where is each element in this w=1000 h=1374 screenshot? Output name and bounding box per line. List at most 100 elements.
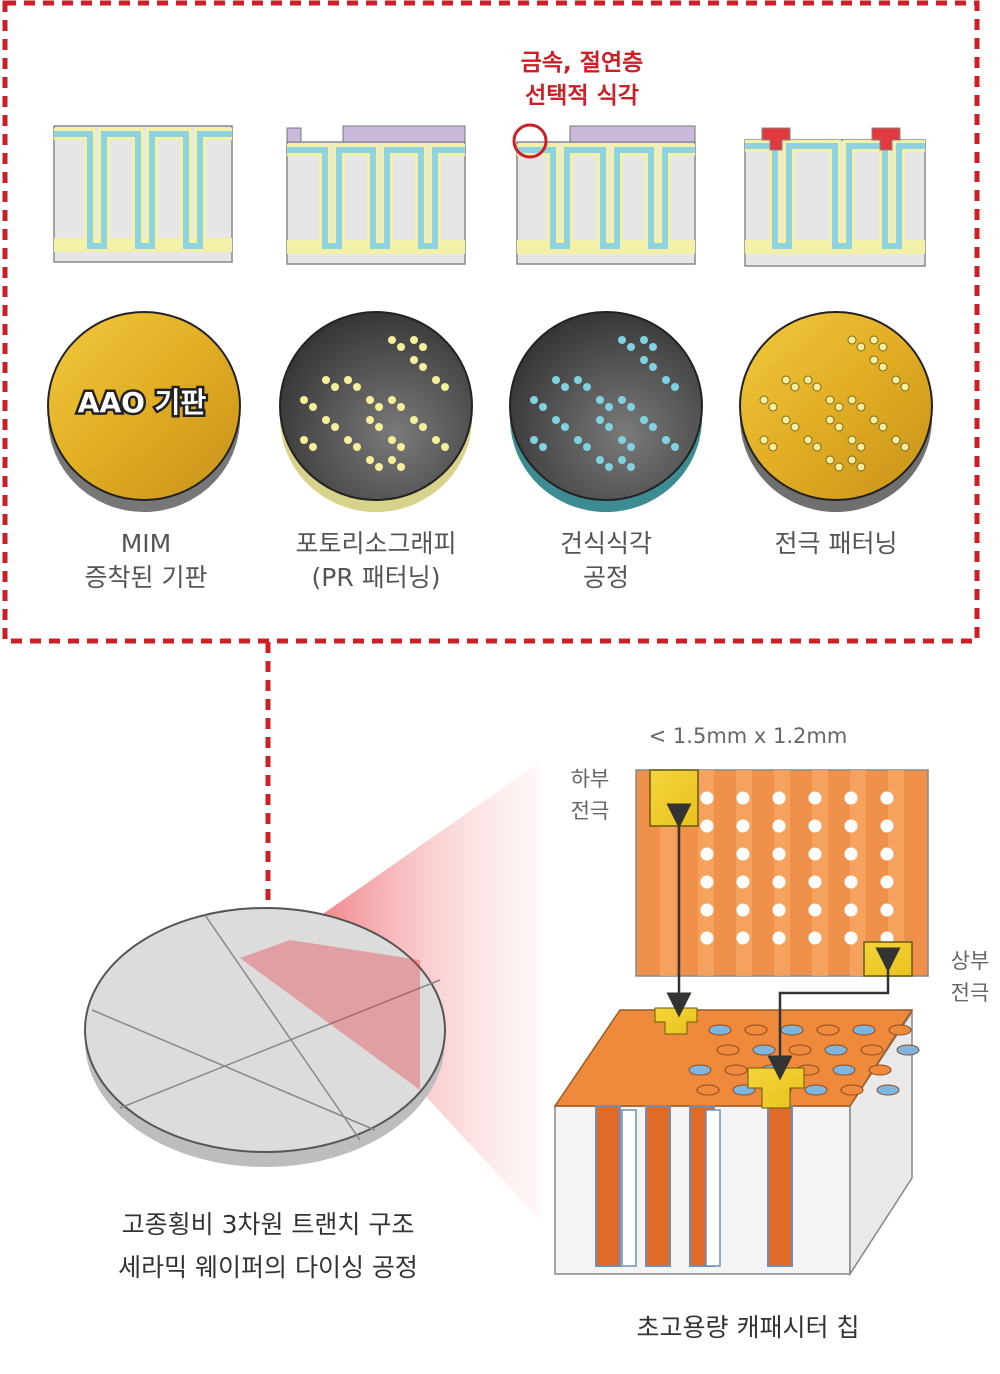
top-hole xyxy=(772,903,786,917)
pattern-dot xyxy=(759,395,769,405)
lower-electrode-pad xyxy=(649,769,699,827)
lower-electrode-line2: 전극 xyxy=(571,799,610,823)
top-hole xyxy=(880,819,894,833)
chip-hole xyxy=(816,1024,840,1036)
pattern-dot xyxy=(781,375,791,385)
top-hole xyxy=(880,847,894,861)
pattern-dot xyxy=(322,376,330,384)
pattern-dot xyxy=(331,383,339,391)
top-hole xyxy=(736,931,750,945)
pattern-dot xyxy=(803,375,813,385)
pattern-dot xyxy=(812,442,822,452)
chip-hole xyxy=(888,1024,912,1036)
top-hole xyxy=(700,847,714,861)
pattern-dot xyxy=(640,336,648,344)
pattern-dot xyxy=(583,383,591,391)
top-hole xyxy=(844,903,858,917)
top-hole xyxy=(772,819,786,833)
top-hole xyxy=(844,791,858,805)
pattern-dot xyxy=(353,383,361,391)
pattern-dot xyxy=(309,443,317,451)
pattern-dot xyxy=(825,395,835,405)
pattern-dot xyxy=(530,396,538,404)
step4-line1: 전극 패터닝 xyxy=(775,529,898,558)
top-hole xyxy=(880,875,894,889)
pattern-dot xyxy=(552,416,560,424)
pattern-dot xyxy=(812,382,822,392)
cross-section-electrode xyxy=(744,127,926,267)
top-hole xyxy=(808,819,822,833)
chip-hole xyxy=(852,1024,876,1036)
pattern-dot xyxy=(869,335,879,345)
top-hole xyxy=(880,791,894,805)
annotation-line2: 선택적 식각 xyxy=(525,83,639,109)
pattern-dot xyxy=(900,382,910,392)
top-hole xyxy=(700,819,714,833)
top-hole xyxy=(808,903,822,917)
chip-hole xyxy=(780,1024,804,1036)
chip-hole xyxy=(876,1084,900,1096)
disc-dry-etch xyxy=(509,311,703,512)
pattern-dot xyxy=(605,423,613,431)
pattern-dot xyxy=(397,443,405,451)
upper-electrode-arrow xyxy=(767,947,901,1081)
chip-hole xyxy=(724,1064,748,1076)
chip-pillar xyxy=(767,1105,793,1267)
cross-section-pr xyxy=(286,125,466,265)
chip-trench-wall xyxy=(621,1109,637,1267)
step1-line2: 증착된 기판 xyxy=(85,563,208,592)
pattern-dot xyxy=(878,422,888,432)
disc-label: AAO 기판 xyxy=(78,386,207,419)
pattern-dot xyxy=(605,403,613,411)
pattern-dot xyxy=(375,403,383,411)
top-hole xyxy=(808,847,822,861)
pattern-dot xyxy=(331,423,339,431)
step3-line1: 건식식각 xyxy=(560,529,652,558)
pattern-dot xyxy=(803,435,813,445)
pattern-dot xyxy=(574,436,582,444)
pattern-dot xyxy=(768,442,778,452)
top-hole xyxy=(700,875,714,889)
pattern-dot xyxy=(375,463,383,471)
pattern-dot xyxy=(825,415,835,425)
pattern-dot xyxy=(618,396,626,404)
pattern-dot xyxy=(441,443,449,451)
pattern-dot xyxy=(781,415,791,425)
pattern-dot xyxy=(561,423,569,431)
pattern-dot xyxy=(388,436,396,444)
pattern-dot xyxy=(410,356,418,364)
top-hole xyxy=(808,931,822,945)
chip-hole xyxy=(708,1024,732,1036)
pattern-dot xyxy=(596,416,604,424)
top-hole xyxy=(844,931,858,945)
upper-electrode-line2: 전극 xyxy=(951,981,990,1005)
pattern-dot xyxy=(671,383,679,391)
pattern-dot xyxy=(856,402,866,412)
pattern-dot xyxy=(432,376,440,384)
step1-line1: MIM xyxy=(121,529,172,558)
pattern-dot xyxy=(627,403,635,411)
pattern-dot xyxy=(410,416,418,424)
chip-hole xyxy=(744,1024,768,1036)
pattern-dot xyxy=(627,463,635,471)
upper-electrode-line1: 상부 xyxy=(951,949,990,973)
pattern-dot xyxy=(561,383,569,391)
pattern-dot xyxy=(309,403,317,411)
pattern-dot xyxy=(878,362,888,372)
pattern-dot xyxy=(300,436,308,444)
pattern-dot xyxy=(388,456,396,464)
pattern-dot xyxy=(649,363,657,371)
pattern-dot xyxy=(375,423,383,431)
pattern-dot xyxy=(344,436,352,444)
top-hole xyxy=(736,903,750,917)
top-hole xyxy=(880,903,894,917)
pattern-dot xyxy=(869,355,879,365)
chip-hole xyxy=(788,1044,812,1056)
chip-dimension: < 1.5mm x 1.2mm xyxy=(649,724,848,748)
pattern-dot xyxy=(768,402,778,412)
chip-hole xyxy=(804,1084,828,1096)
pattern-dot xyxy=(640,356,648,364)
pattern-dot xyxy=(583,443,591,451)
chip-hole xyxy=(860,1044,884,1056)
pattern-dot xyxy=(856,342,866,352)
